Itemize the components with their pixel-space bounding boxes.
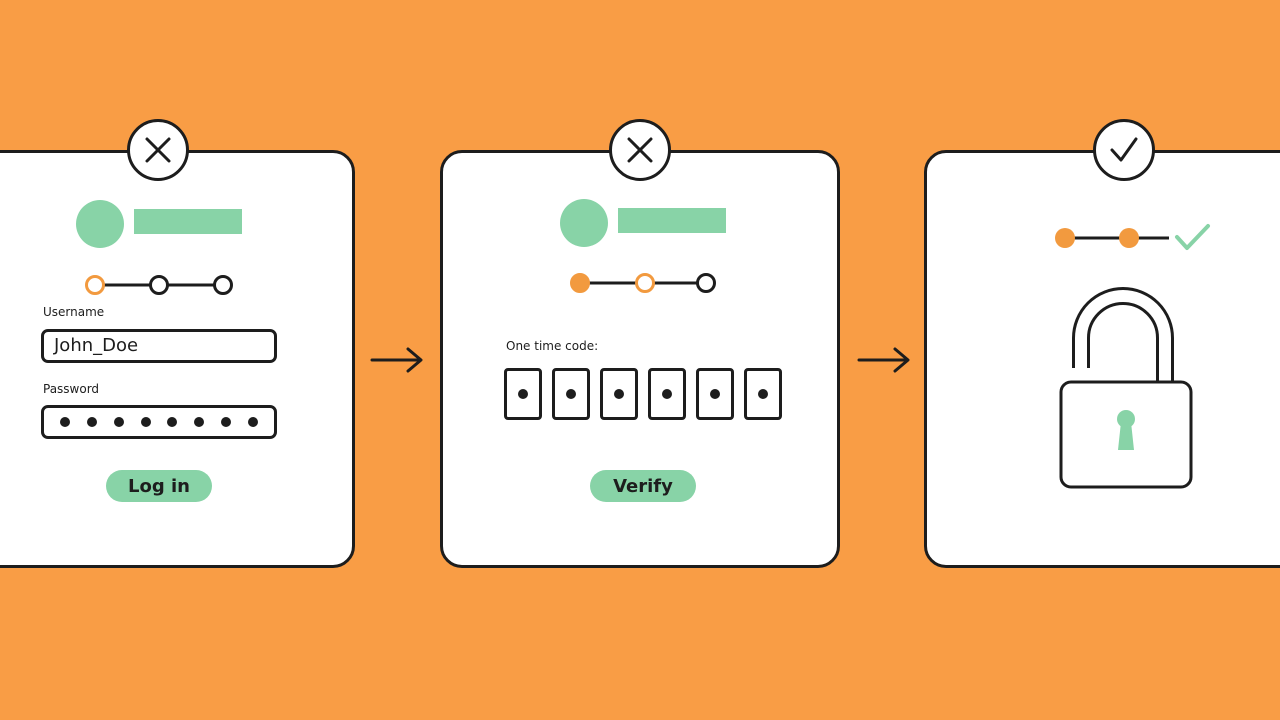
check-icon bbox=[1110, 137, 1138, 162]
step-dot-complete bbox=[1119, 228, 1139, 248]
name-placeholder-bar bbox=[618, 208, 726, 233]
avatar bbox=[560, 199, 608, 247]
progress-steps bbox=[85, 275, 233, 295]
username-label: Username bbox=[43, 305, 105, 319]
step-dot-current bbox=[635, 273, 655, 293]
x-icon bbox=[145, 137, 171, 163]
success-card bbox=[924, 150, 1280, 568]
progress-steps bbox=[570, 273, 716, 293]
code-digit-box[interactable] bbox=[744, 368, 782, 420]
step-dot-pending bbox=[213, 275, 233, 295]
code-digit-box[interactable] bbox=[600, 368, 638, 420]
name-placeholder-bar bbox=[134, 209, 242, 234]
verify-button[interactable]: Verify bbox=[590, 470, 696, 502]
unlocked-padlock-icon bbox=[1059, 287, 1193, 489]
code-digit-box[interactable] bbox=[552, 368, 590, 420]
code-digit-box[interactable] bbox=[696, 368, 734, 420]
progress-steps-complete bbox=[1055, 224, 1210, 250]
code-label: One time code: bbox=[506, 339, 599, 353]
verify-card: One time code: Verify bbox=[440, 150, 840, 568]
password-label: Password bbox=[43, 382, 100, 396]
login-card: Username John_Doe Password Log in bbox=[0, 150, 355, 568]
code-digit-box[interactable] bbox=[504, 368, 542, 420]
avatar bbox=[76, 200, 124, 248]
username-input[interactable]: John_Doe bbox=[41, 329, 277, 363]
status-badge-failed bbox=[609, 119, 671, 181]
step-dot-current bbox=[85, 275, 105, 295]
step-dot-complete bbox=[1055, 228, 1075, 248]
check-icon bbox=[1175, 224, 1210, 250]
arrow-right-icon bbox=[857, 347, 910, 373]
x-icon bbox=[627, 137, 653, 163]
login-button[interactable]: Log in bbox=[106, 470, 212, 502]
status-badge-success bbox=[1093, 119, 1155, 181]
password-input[interactable] bbox=[41, 405, 277, 439]
step-dot-pending bbox=[696, 273, 716, 293]
step-dot-complete bbox=[570, 273, 590, 293]
step-dot-pending bbox=[149, 275, 169, 295]
arrow-right-icon bbox=[370, 347, 423, 373]
status-badge-failed bbox=[127, 119, 189, 181]
code-digit-box[interactable] bbox=[648, 368, 686, 420]
